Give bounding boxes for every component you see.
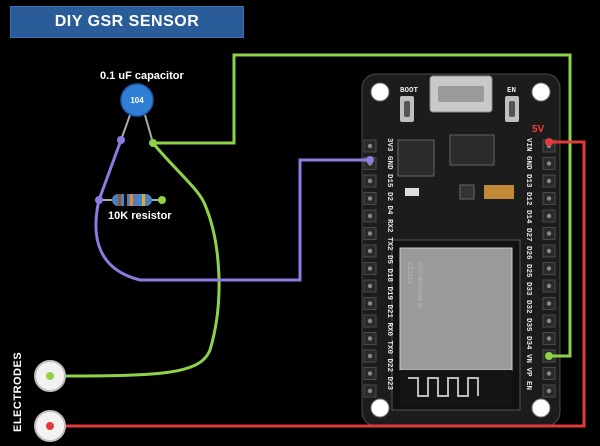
- resistor: [99, 194, 162, 206]
- esp32-board: [361, 73, 561, 427]
- electrode-1: [34, 360, 66, 392]
- header-pin-hole: [367, 196, 373, 201]
- capacitor: 104: [120, 83, 154, 144]
- header-pin-hole: [546, 231, 552, 236]
- header-pin-hole: [546, 266, 552, 271]
- header-pin-hole: [367, 353, 373, 359]
- right-pin-labels: VIN GND D13 D12 D14 D27 D26 D25 D33 D32 …: [524, 138, 532, 390]
- header-pin-hole: [546, 283, 552, 289]
- electrodes-label: ELECTRODES: [12, 351, 24, 432]
- page-title: DIY GSR SENSOR: [10, 6, 244, 38]
- capacitor-code: 104: [130, 96, 144, 105]
- esp-wroom-module: [391, 239, 521, 411]
- header-pin-hole: [546, 161, 552, 166]
- header-pin-hole: [546, 318, 552, 324]
- wire-red-5v: [50, 140, 586, 428]
- header-pin-hole: [367, 388, 373, 394]
- right-pin-header: [542, 139, 556, 398]
- header-pin-hole: [367, 371, 373, 376]
- header-pin-hole: [367, 143, 373, 149]
- header-pin-hole: [546, 371, 552, 376]
- header-pin-hole: [546, 301, 552, 306]
- junction-res-green: [158, 196, 166, 204]
- header-pin-hole: [367, 178, 373, 184]
- left-pin-header: [363, 139, 377, 398]
- header-pin-hole: [546, 196, 552, 201]
- header-pin-hole: [367, 301, 373, 306]
- header-pin-hole: [367, 336, 373, 341]
- header-pin-hole: [367, 248, 373, 254]
- left-pin-labels: 3V3 GND D15 D2 D4 RX2 TX2 D5 D18 D19 D21…: [385, 138, 393, 391]
- junction-res-purple: [95, 196, 103, 204]
- header-pin-hole: [546, 248, 552, 254]
- wire-purple-d15: [94, 158, 370, 282]
- boot-label: BOOT: [400, 87, 419, 95]
- wire-purple-capacitor: [97, 139, 123, 201]
- electrode-2: [34, 410, 66, 442]
- junction-5v: [545, 138, 553, 146]
- header-pin-hole: [546, 178, 552, 184]
- junction-cap-purple: [117, 136, 125, 144]
- junction-3v3: [545, 352, 553, 360]
- wire-green-3v3: [153, 53, 572, 358]
- header-pin-hole: [546, 388, 552, 394]
- capacitor-label: 0.1 uF capacitor: [100, 70, 184, 82]
- header-pin-hole: [367, 283, 373, 289]
- module-text-ce: CE1313: [406, 262, 412, 284]
- header-pin-hole: [367, 318, 373, 324]
- en-label: EN: [507, 87, 516, 95]
- header-pin-hole: [546, 213, 552, 219]
- resistor-label: 10K resistor: [108, 210, 172, 222]
- header-pin-hole: [367, 266, 373, 271]
- module-text-model: ESP-WROOM-32: [416, 262, 422, 310]
- header-pin-hole: [367, 231, 373, 236]
- header-pin-hole: [546, 336, 552, 341]
- power-5v-label: 5V: [532, 124, 545, 135]
- header-pin-hole: [367, 213, 373, 219]
- junction-cap-green: [149, 139, 157, 147]
- junction-d15: [366, 156, 374, 164]
- wire-green-electrode: [49, 142, 221, 378]
